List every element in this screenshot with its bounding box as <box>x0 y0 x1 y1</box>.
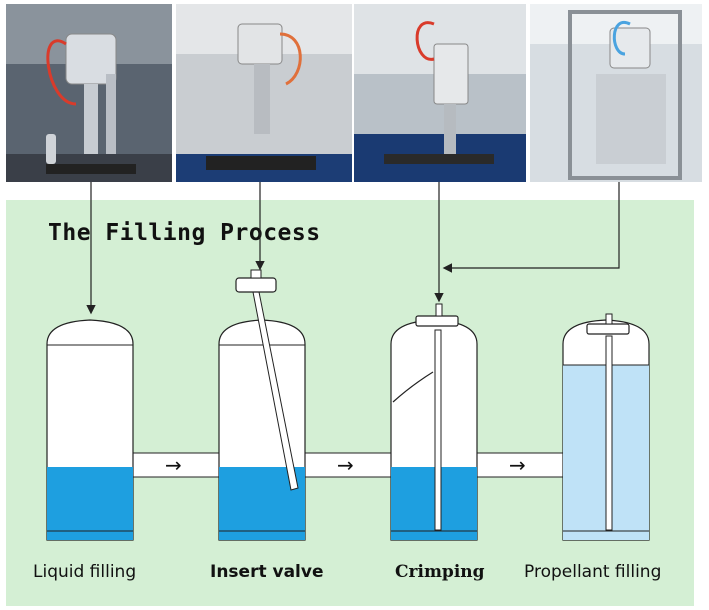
step-label-insert-valve: Insert valve <box>210 562 324 582</box>
insert-valve-machine-photo <box>176 4 352 182</box>
svg-text:→: → <box>165 453 182 477</box>
connector-lines <box>86 182 620 315</box>
connector-photo4 <box>442 182 620 273</box>
can-propellant-filling <box>562 313 650 541</box>
step-label-propellant-filling: Propellant filling <box>524 562 662 582</box>
can-insert-valve <box>218 269 306 541</box>
svg-text:→: → <box>337 453 354 477</box>
liquid-filling-machine-photo <box>6 4 172 182</box>
diagram-title: The Filling Process <box>48 220 321 246</box>
step-label-crimping: Crimping <box>395 562 485 582</box>
step-label-liquid-filling: Liquid filling <box>33 562 137 582</box>
can-crimping <box>390 303 478 541</box>
pipes: → → → <box>132 452 566 478</box>
propellant-filling-machine-photo <box>530 4 702 182</box>
svg-text:→: → <box>509 453 526 477</box>
crimping-machine-photo <box>354 4 526 182</box>
can-liquid-filling <box>46 319 134 541</box>
